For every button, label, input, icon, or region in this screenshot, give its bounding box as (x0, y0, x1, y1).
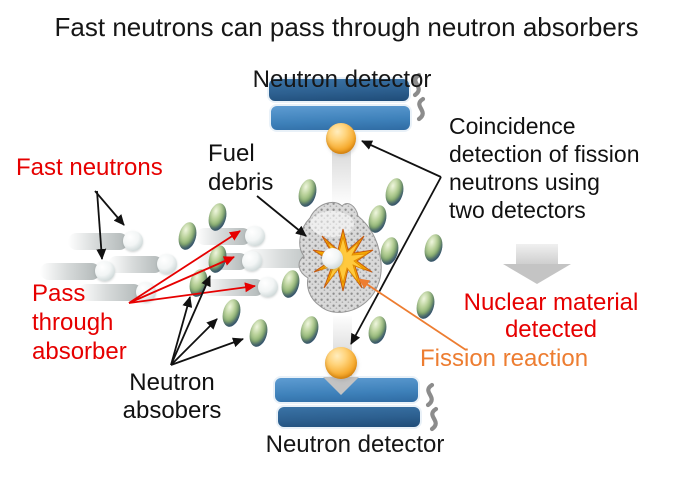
neutron-trail (202, 279, 264, 296)
fission-neutron-hit-bottom (325, 347, 357, 379)
neutron-absorber (413, 289, 438, 321)
neutron-trail (40, 263, 100, 280)
nuclear-material-label: Nuclear material detected (463, 289, 639, 343)
absorber-pointer-line (170, 296, 193, 366)
neutron-absorber (175, 220, 200, 252)
fuel-debris-label: Fuel debris (208, 140, 274, 196)
coincidence-label: Coincidence detection of fission neutron… (449, 113, 640, 223)
bottom-detector-bar-outer (276, 405, 422, 429)
down-block-arrow-icon (503, 264, 571, 284)
fast-neutrons-label: Fast neutrons (16, 154, 163, 181)
fast-neutron (258, 277, 278, 297)
fast-neutron (136, 282, 156, 302)
neutron-absorber (219, 297, 244, 329)
top-detector-bar-outer (267, 77, 411, 103)
fast-neutron (95, 261, 115, 281)
fast-neutron (245, 226, 265, 246)
absorber-pointer-line (170, 318, 218, 366)
down-block-arrow-shaft (516, 244, 558, 264)
pass-through-label: Pass through absorber (32, 280, 127, 365)
coincidence-pointer-line-top (361, 140, 442, 178)
cable-squiggle-icon (425, 382, 439, 432)
fast-neutron (157, 254, 177, 274)
absorber-pointer-line (170, 337, 244, 366)
neutron-down-arrow-head (323, 377, 359, 395)
neutron-absorber (421, 232, 446, 264)
fast-neutron-in-debris (322, 248, 343, 269)
top-detector-label: Neutron detector (252, 66, 432, 93)
fission-reaction-label: Fission reaction (420, 345, 589, 372)
cable-squiggle-icon (412, 72, 426, 122)
fast-neutrons-pointer-line (94, 190, 125, 226)
bottom-detector-label: Neutron detector (265, 431, 445, 458)
neutron-trail (108, 256, 163, 273)
neutron-absorbers-label: Neutron absobers (122, 369, 222, 424)
fission-neutron-hit-top (326, 123, 356, 154)
diagram-title: Fast neutrons can pass through neutron a… (54, 12, 639, 42)
neutron-trail (78, 284, 142, 301)
neutron-trail (68, 233, 128, 250)
fast-neutron (123, 231, 143, 251)
neutron-trail (196, 228, 251, 245)
neutron-absorber (246, 317, 271, 349)
fast-neutron (242, 251, 262, 271)
